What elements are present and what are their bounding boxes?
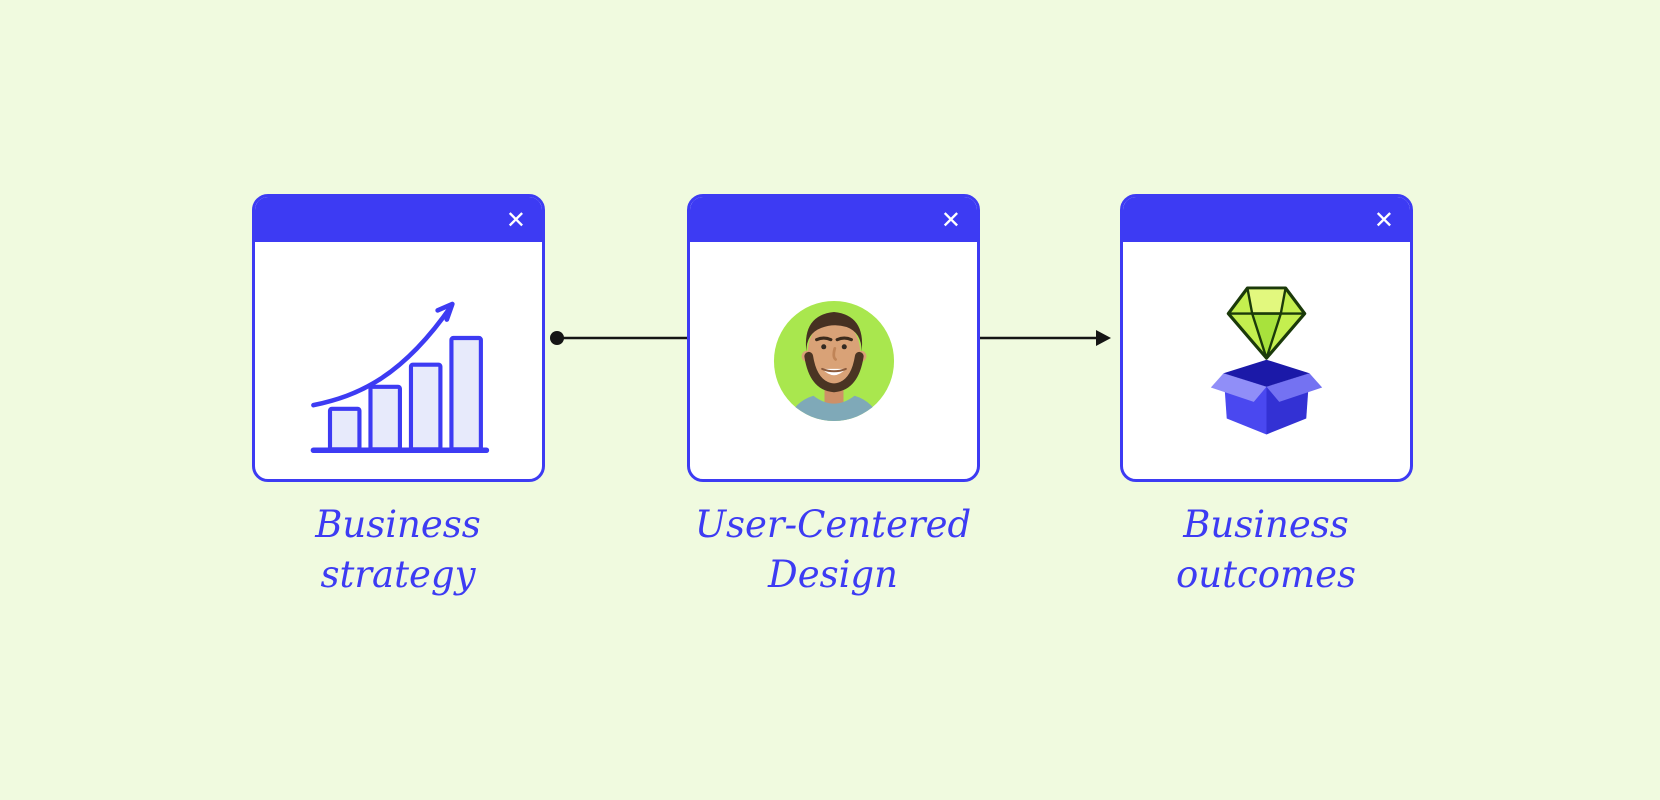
open-box-diamond-icon: [1210, 286, 1323, 435]
window-titlebar: ✕: [255, 197, 542, 242]
close-icon[interactable]: ✕: [505, 205, 526, 234]
node-label-business-outcomes: Business outcomes: [1086, 500, 1446, 600]
user-portrait-icon: [773, 300, 894, 421]
connector-dot: [550, 331, 564, 345]
connector-strategy-to-design: [550, 331, 687, 345]
label-line: strategy: [320, 552, 476, 596]
node-label-business-strategy: Business strategy: [218, 500, 578, 600]
connector-design-to-outcomes: [980, 330, 1111, 346]
label-line: User-Centered: [694, 503, 972, 546]
label-line: Design: [768, 552, 898, 596]
window-body: [255, 242, 542, 479]
window-card-user-centered-design: ✕: [687, 194, 980, 482]
window-card-business-outcomes: ✕: [1120, 194, 1413, 482]
window-body: [1123, 242, 1410, 479]
connector-arrowhead: [1096, 330, 1111, 346]
growth-chart-icon: [310, 301, 489, 453]
window-card-business-strategy: ✕: [252, 194, 545, 482]
label-line: Business: [315, 503, 481, 546]
window-body: [690, 242, 977, 479]
node-label-user-centered-design: User-Centered Design: [653, 500, 1013, 600]
label-line: outcomes: [1176, 552, 1356, 596]
window-titlebar: ✕: [1123, 197, 1410, 242]
close-icon[interactable]: ✕: [1373, 205, 1394, 234]
label-line: Business: [1183, 503, 1349, 546]
close-icon[interactable]: ✕: [940, 205, 961, 234]
window-titlebar: ✕: [690, 197, 977, 242]
